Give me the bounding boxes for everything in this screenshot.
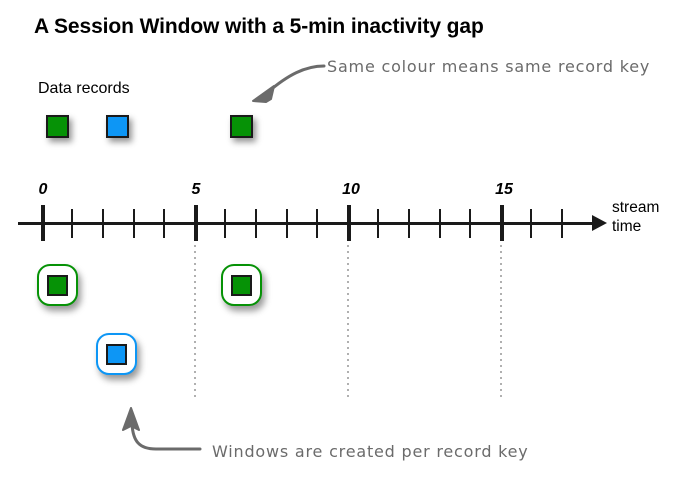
axis-minor-tick <box>255 209 257 238</box>
windowed-record-square-green <box>47 274 68 296</box>
data-records-label: Data records <box>38 80 130 97</box>
axis-minor-tick <box>316 209 318 238</box>
axis-tick-label-5: 5 <box>191 181 201 198</box>
axis-minor-tick <box>408 209 410 238</box>
axis-minor-tick <box>163 209 165 238</box>
session-window-blue-1 <box>96 333 137 375</box>
axis-major-tick-0 <box>41 205 45 241</box>
axis-title-stream-time: stream time <box>612 198 659 236</box>
axis-major-tick-15 <box>500 205 504 241</box>
axis-tick-label-15: 15 <box>495 181 513 198</box>
annotation-windows-per-key-note: Windows are created per record key <box>212 442 529 461</box>
windowed-record-square-blue <box>106 343 127 365</box>
axis-minor-tick <box>530 209 532 238</box>
guide-line-5 <box>194 245 196 398</box>
page-title: A Session Window with a 5-min inactivity… <box>34 15 484 38</box>
axis-minor-tick <box>133 209 135 238</box>
data-record-square-green-1 <box>46 115 69 138</box>
axis-minor-tick <box>469 209 471 238</box>
axis-minor-tick <box>102 209 104 238</box>
guide-line-15 <box>500 245 502 398</box>
stream-time-axis-line <box>18 222 596 225</box>
annotation-arrow-bottom <box>122 407 202 451</box>
axis-major-tick-5 <box>194 205 198 241</box>
session-window-green-1 <box>37 264 78 306</box>
axis-minor-tick <box>561 209 563 238</box>
axis-minor-tick <box>377 209 379 238</box>
axis-title-line-1: stream <box>612 199 660 216</box>
annotation-arrow-top <box>252 64 326 103</box>
axis-arrowhead-icon <box>592 215 607 231</box>
session-window-green-2 <box>221 264 262 306</box>
axis-tick-label-0: 0 <box>38 181 48 198</box>
axis-major-tick-10 <box>347 205 351 241</box>
annotation-same-colour-note: Same colour means same record key <box>327 57 651 76</box>
axis-minor-tick <box>439 209 441 238</box>
windowed-record-square-green <box>231 274 252 296</box>
axis-minor-tick <box>224 209 226 238</box>
guide-line-10 <box>347 245 349 398</box>
data-record-square-green-2 <box>230 115 253 138</box>
axis-minor-tick <box>71 209 73 238</box>
axis-minor-tick <box>286 209 288 238</box>
axis-tick-label-10: 10 <box>342 181 360 198</box>
data-record-square-blue-1 <box>106 115 129 138</box>
axis-title-line-2: time <box>612 218 642 235</box>
